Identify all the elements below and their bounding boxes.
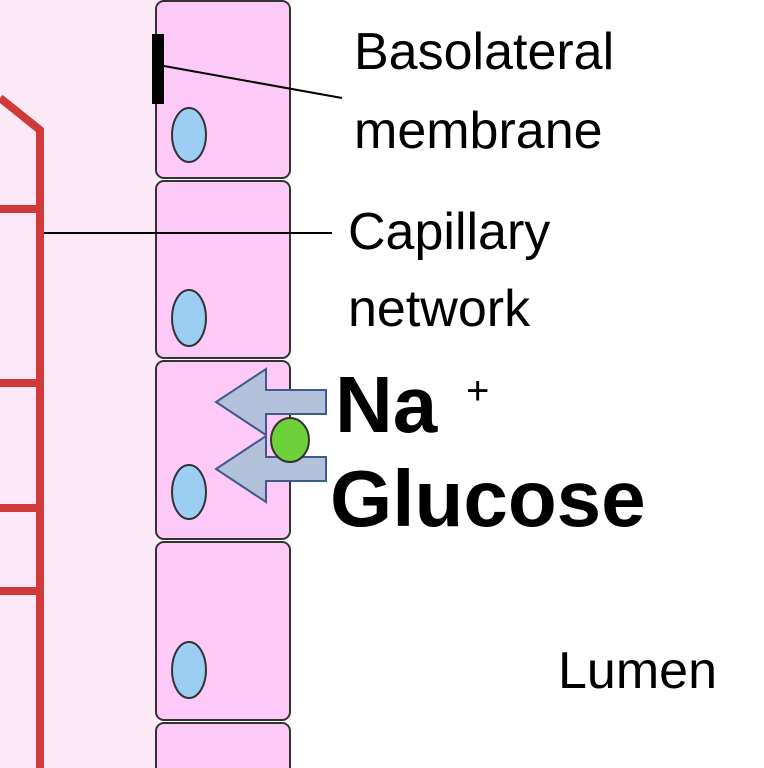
cell-nuclei (171, 107, 207, 699)
nucleus-ellipse-icon (171, 289, 207, 347)
sodium-label: Na (335, 360, 438, 449)
capillary-main-vessel (0, 94, 44, 768)
basolateral-leader-line (163, 65, 343, 99)
capillary-label-line1: Capillary (348, 203, 550, 261)
capillary-network (0, 94, 44, 768)
basolateral-membrane-marker (152, 34, 164, 104)
lumen-label: Lumen (558, 642, 717, 700)
glucose-left-arrow-icon (214, 434, 327, 504)
capillary-label-line2: network (348, 280, 531, 338)
basolateral-label-line2: membrane (354, 102, 603, 160)
transport-arrows (214, 367, 327, 504)
nucleus-ellipse-icon (171, 464, 207, 520)
epithelial-cell (155, 360, 291, 540)
basolateral-label-line1: Basolateral (354, 23, 614, 81)
epithelial-cell (155, 541, 291, 721)
sodium-left-arrow-icon (214, 367, 327, 437)
epithelial-cell (155, 722, 291, 768)
sodium-charge-label: + (466, 369, 489, 413)
nucleus-ellipse-icon (171, 107, 207, 163)
glucose-label: Glucose (330, 454, 646, 543)
nucleus-ellipse-icon (171, 641, 207, 699)
transporter-circle-icon (270, 417, 310, 463)
